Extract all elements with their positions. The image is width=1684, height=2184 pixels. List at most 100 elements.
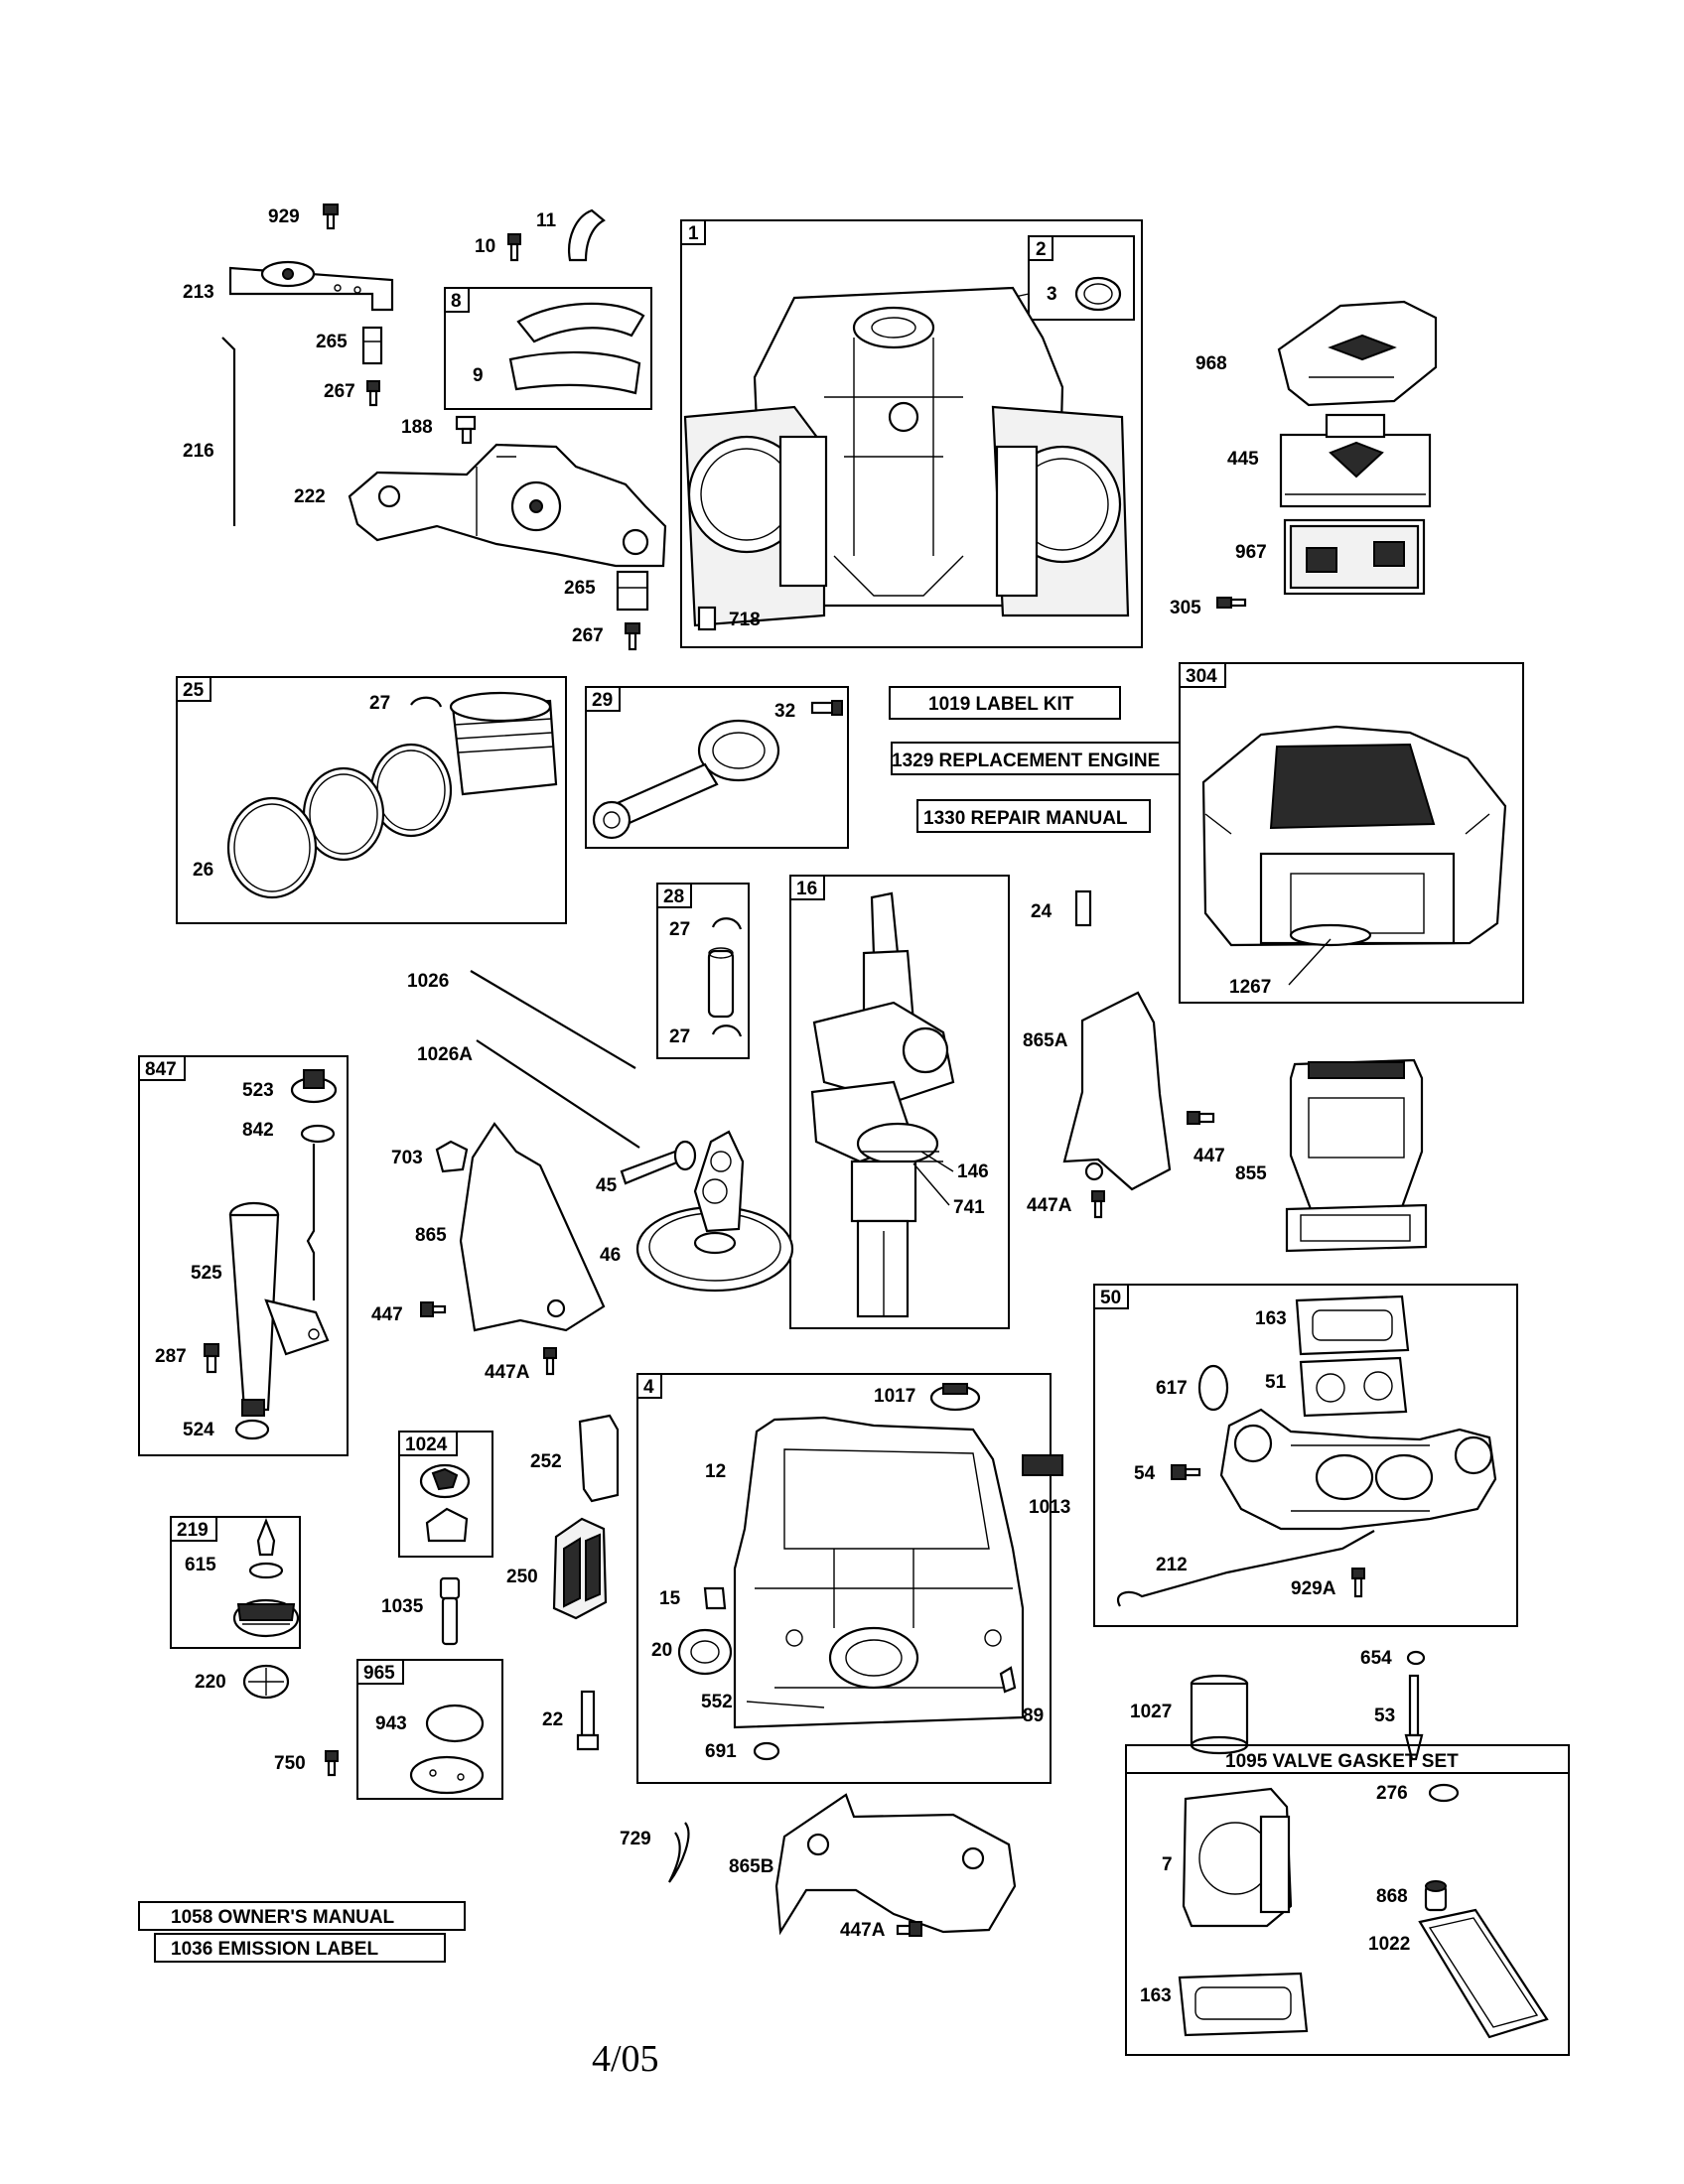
pushrod-1026A bbox=[476, 1039, 640, 1149]
label-305: 305 bbox=[1170, 598, 1201, 618]
control-bracket-222 bbox=[348, 443, 667, 568]
label-691: 691 bbox=[705, 1741, 737, 1762]
group-tag-965 bbox=[356, 1659, 404, 1685]
note-emission-label: 1036 EMISSION LABEL bbox=[171, 1939, 378, 1960]
label-163a: 163 bbox=[1255, 1308, 1287, 1329]
head-gasket-7 bbox=[1182, 1787, 1293, 1928]
governor-lever-213 bbox=[228, 260, 394, 312]
label-267b: 267 bbox=[572, 625, 604, 646]
group-label-29: 29 bbox=[592, 690, 613, 711]
group-box-25 bbox=[176, 676, 567, 924]
o-ring-842 bbox=[300, 1124, 336, 1144]
screw-447a bbox=[1187, 1111, 1215, 1125]
gasket-163b bbox=[1178, 1972, 1309, 2037]
label-27b: 27 bbox=[669, 919, 690, 940]
group-box-8 bbox=[444, 287, 652, 410]
bolt-22 bbox=[576, 1690, 600, 1751]
group-tag-847 bbox=[138, 1055, 186, 1081]
o-ring-617 bbox=[1197, 1364, 1229, 1412]
group-tag-50 bbox=[1093, 1284, 1129, 1309]
baffle-right-area: 865A 447 447A 855 bbox=[1023, 991, 1428, 1253]
dipstick-cap-523 bbox=[290, 1069, 338, 1104]
cylinder-block-drawing bbox=[683, 286, 1130, 627]
label-1026: 1026 bbox=[407, 971, 449, 992]
label-943: 943 bbox=[375, 1713, 407, 1734]
note-box-emission-label bbox=[154, 1933, 446, 1963]
label-1022: 1022 bbox=[1368, 1934, 1410, 1955]
group-tag-4 bbox=[636, 1373, 662, 1399]
valve-gasket-set-section: 1095 VALVE GASKET SET 7 276 868 1022 163 bbox=[1125, 1744, 1570, 2056]
seal-3 bbox=[1074, 276, 1122, 312]
pushrods-area: 1026 1026A bbox=[407, 970, 640, 1149]
group-965-section: 965 943 bbox=[356, 1659, 503, 1800]
label-1013: 1013 bbox=[1029, 1497, 1070, 1518]
note-box-repair-manual bbox=[916, 799, 1151, 833]
nut-654 bbox=[1406, 1650, 1426, 1666]
label-265b: 265 bbox=[564, 578, 596, 599]
group-box-29 bbox=[585, 686, 849, 849]
label-20: 20 bbox=[651, 1640, 672, 1661]
label-525: 525 bbox=[191, 1263, 222, 1284]
screw-54 bbox=[1171, 1464, 1201, 1480]
label-15: 15 bbox=[659, 1588, 681, 1609]
label-45: 45 bbox=[596, 1175, 618, 1196]
breather-gasket-9 bbox=[508, 350, 641, 395]
label-524: 524 bbox=[183, 1420, 214, 1440]
intake-manifold-section: 50 163 617 51 54 212 929A bbox=[1093, 1284, 1518, 1627]
label-447a: 447 bbox=[1193, 1146, 1225, 1166]
crankcase-section: 4 1017 12 1013 15 20 552 691 89 bbox=[636, 1373, 1070, 1784]
label-7: 7 bbox=[1162, 1854, 1173, 1875]
group-label-847: 847 bbox=[145, 1059, 177, 1080]
screw-929A bbox=[1351, 1568, 1365, 1598]
label-718: 718 bbox=[729, 610, 761, 630]
group-box-4 bbox=[636, 1373, 1052, 1784]
group-label-965: 965 bbox=[363, 1663, 395, 1684]
screw-287 bbox=[204, 1343, 219, 1374]
label-1027: 1027 bbox=[1130, 1702, 1172, 1722]
label-654: 654 bbox=[1360, 1648, 1392, 1669]
note-replacement-engine: 1329 REPLACEMENT ENGINE bbox=[892, 751, 1160, 771]
label-1026A: 1026A bbox=[417, 1044, 473, 1065]
breather-cover bbox=[516, 302, 645, 343]
screw-10 bbox=[507, 233, 521, 262]
label-865A: 865A bbox=[1023, 1030, 1068, 1051]
label-447Aa: 447A bbox=[1027, 1195, 1072, 1216]
dowel-718 bbox=[697, 606, 717, 631]
label-9: 9 bbox=[473, 365, 484, 386]
label-51: 51 bbox=[1265, 1372, 1287, 1393]
dipstick-tube-525 bbox=[228, 1201, 330, 1412]
breather-tube-11 bbox=[568, 208, 606, 262]
seal-276 bbox=[1428, 1783, 1460, 1803]
ring-oil-26 bbox=[226, 796, 318, 899]
label-1035: 1035 bbox=[381, 1596, 424, 1617]
label-447Ab: 447A bbox=[485, 1362, 530, 1383]
o-ring-524 bbox=[234, 1419, 270, 1440]
washer-615 bbox=[248, 1562, 284, 1579]
gasket-51 bbox=[1299, 1356, 1408, 1418]
note-box-label-kit bbox=[889, 686, 1121, 720]
label-855: 855 bbox=[1235, 1163, 1267, 1184]
pre-cleaner-967 bbox=[1283, 518, 1426, 596]
note-owners-manual: 1058 OWNER'S MANUAL bbox=[171, 1907, 395, 1928]
seal-868 bbox=[1424, 1880, 1448, 1912]
label-252: 252 bbox=[530, 1451, 562, 1472]
group-label-1: 1 bbox=[688, 223, 699, 244]
label-212: 212 bbox=[1156, 1555, 1188, 1575]
screw-267b bbox=[625, 622, 640, 651]
clip-27c bbox=[711, 1024, 743, 1037]
governor-link-216 bbox=[221, 337, 236, 526]
group-label-304: 304 bbox=[1186, 666, 1217, 687]
revision-date: 4/05 bbox=[592, 2038, 659, 2080]
pushrod-1026 bbox=[470, 970, 636, 1069]
group-label-2: 2 bbox=[1036, 239, 1047, 260]
pin-89 bbox=[999, 1666, 1017, 1694]
label-10: 10 bbox=[475, 236, 495, 257]
group-label-219: 219 bbox=[177, 1520, 209, 1541]
label-447b: 447 bbox=[371, 1304, 403, 1325]
group-box-304 bbox=[1179, 662, 1524, 1004]
clip-27b bbox=[711, 917, 743, 930]
group-tag-2 bbox=[1028, 235, 1053, 261]
group-title-box-1095 bbox=[1125, 1744, 1570, 1774]
label-615: 615 bbox=[185, 1555, 216, 1575]
